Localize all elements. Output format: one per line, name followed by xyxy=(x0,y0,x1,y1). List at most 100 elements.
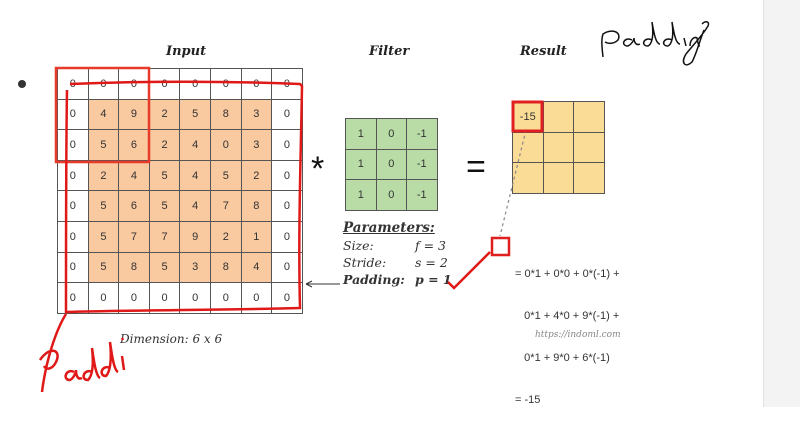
matrix-cell: 6 xyxy=(118,129,150,161)
matrix-cell: 0 xyxy=(57,159,89,192)
matrix-cell: 2 xyxy=(240,159,273,192)
matrix-cell: 0 xyxy=(118,282,150,314)
matrix-cell: 8 xyxy=(118,251,150,284)
matrix-cell: 9 xyxy=(179,220,211,253)
matrix-cell: 0 xyxy=(87,282,120,314)
stride-value: s = 2 xyxy=(415,255,448,270)
matrix-cell: 2 xyxy=(209,220,242,253)
matrix-cell: -1 xyxy=(406,118,438,150)
matrix-cell: 7 xyxy=(148,220,181,253)
size-label: Size: xyxy=(343,238,374,253)
matrix-cell xyxy=(542,101,574,133)
result-title: Result xyxy=(520,44,567,59)
matrix-cell: 3 xyxy=(240,98,273,131)
matrix-cell: 0 xyxy=(375,179,407,211)
matrix-cell: 0 xyxy=(57,98,89,131)
matrix-cell: 0 xyxy=(240,68,273,100)
matrix-cell: 5 xyxy=(209,159,242,192)
matrix-cell xyxy=(542,131,574,163)
matrix-row: -15 xyxy=(512,101,605,133)
matrix-cell: 0 xyxy=(179,68,211,100)
matrix-cell: 5 xyxy=(87,190,120,222)
matrix-cell: 0 xyxy=(375,118,407,150)
dimension-label: Dimension: 6 x 6 xyxy=(120,332,223,346)
matrix-cell: 5 xyxy=(87,251,120,284)
matrix-cell xyxy=(573,101,605,133)
matrix-cell: 5 xyxy=(148,159,181,192)
matrix-cell xyxy=(573,162,605,194)
matrix-cell: 1 xyxy=(345,118,377,150)
matrix-cell: -1 xyxy=(406,179,438,211)
parameters-panel: Parameters: Size: f = 3 Stride: s = 2 Padd… xyxy=(343,220,452,288)
matrix-cell: 0 xyxy=(209,282,242,314)
matrix-cell: 0 xyxy=(271,68,303,100)
matrix-cell: 2 xyxy=(148,129,181,161)
matrix-cell: 5 xyxy=(179,98,211,131)
matrix-cell: 0 xyxy=(57,220,89,253)
handwritten-padding-annotation xyxy=(601,21,710,66)
matrix-cell: 0 xyxy=(118,68,150,100)
matrix-cell: 0 xyxy=(148,68,181,100)
matrix-cell: 2 xyxy=(87,159,120,192)
matrix-cell: 4 xyxy=(118,159,150,192)
matrix-cell: 0 xyxy=(57,251,89,284)
matrix-cell: 0 xyxy=(271,98,303,131)
matrix-cell xyxy=(512,131,544,163)
convolution-operator: * xyxy=(311,150,325,188)
matrix-cell: 5 xyxy=(148,251,181,284)
handwritten-paddi-annotation xyxy=(38,313,126,393)
right-side-panel xyxy=(763,0,800,407)
matrix-cell: 0 xyxy=(57,190,89,222)
matrix-cell: 5 xyxy=(87,129,120,161)
matrix-row xyxy=(512,162,605,194)
matrix-cell: 5 xyxy=(87,220,120,253)
source-url: https://indoml.com xyxy=(535,330,621,340)
size-value: f = 3 xyxy=(415,238,446,253)
matrix-cell: 4 xyxy=(87,98,120,131)
padding-label: Padding: xyxy=(343,272,405,287)
matrix-cell: 0 xyxy=(57,282,89,314)
matrix-cell: 6 xyxy=(118,190,150,222)
matrix-cell xyxy=(573,131,605,163)
padding-value: p = 1 xyxy=(415,272,452,287)
matrix-cell: 0 xyxy=(179,282,211,314)
formula-cell-highlight xyxy=(490,236,511,257)
matrix-cell: 0 xyxy=(271,159,303,192)
matrix-cell: 0 xyxy=(240,282,273,314)
matrix-cell: 0 xyxy=(271,251,303,284)
matrix-cell: 8 xyxy=(209,98,242,131)
matrix-cell: 0 xyxy=(87,68,120,100)
formula-line: = 0*1 + 0*0 + 0*(-1) + xyxy=(515,268,620,280)
matrix-cell: 2 xyxy=(148,98,181,131)
matrix-cell xyxy=(512,162,544,194)
matrix-cell: 4 xyxy=(179,190,211,222)
matrix-cell: 4 xyxy=(240,251,273,284)
formula-line: 0*1 + 4*0 + 9*(-1) + xyxy=(515,310,620,322)
matrix-row xyxy=(512,131,605,163)
computation-formula: = 0*1 + 0*0 + 0*(-1) + 0*1 + 4*0 + 9*(-1… xyxy=(515,239,620,421)
matrix-cell: 1 xyxy=(240,220,273,253)
check-mark-annotation xyxy=(447,251,491,290)
matrix-cell: 0 xyxy=(148,282,181,314)
formula-line: = -15 xyxy=(515,394,541,406)
matrix-cell: 0 xyxy=(209,68,242,100)
matrix-cell: 0 xyxy=(271,282,303,314)
matrix-cell: -15 xyxy=(512,101,544,133)
bullet-point xyxy=(18,80,26,88)
matrix-cell: 3 xyxy=(179,251,211,284)
padding-arrow xyxy=(305,280,340,288)
parameters-heading: Parameters: xyxy=(343,220,435,236)
stride-label: Stride: xyxy=(343,255,387,270)
input-title: Input xyxy=(166,44,207,59)
equals-operator: = xyxy=(466,148,486,186)
